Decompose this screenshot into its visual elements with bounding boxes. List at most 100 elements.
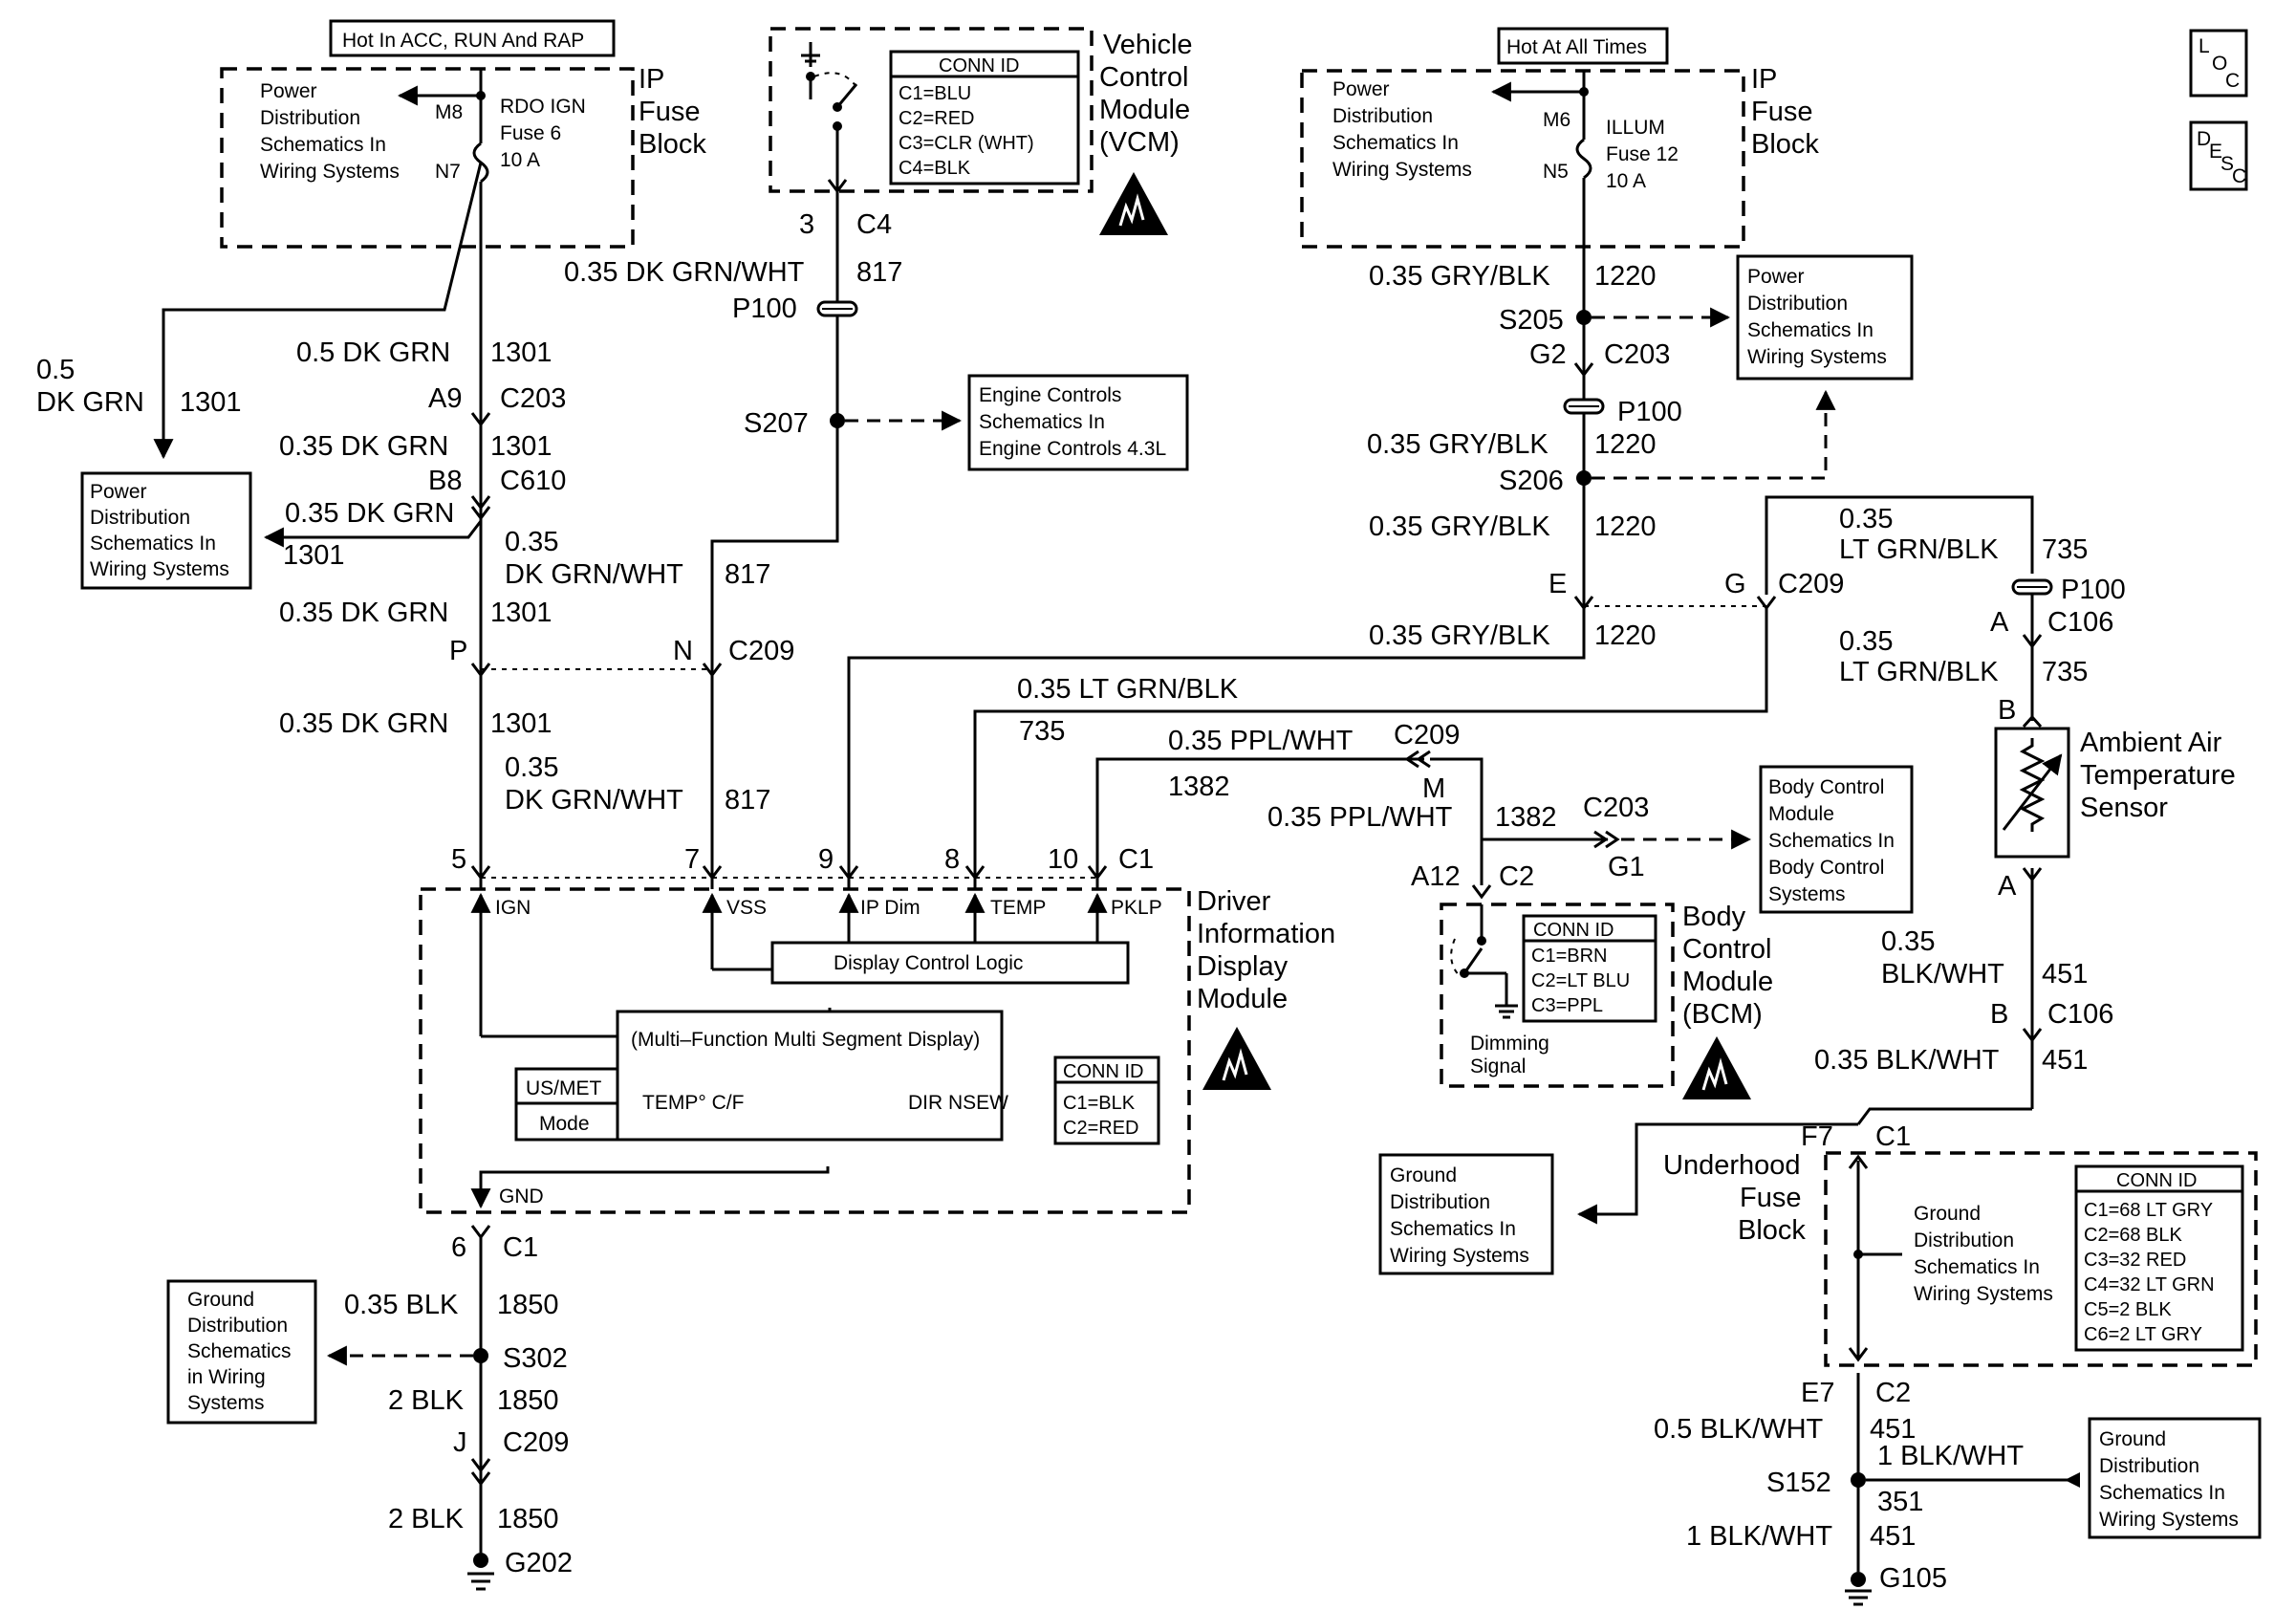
ambient-sensor-label: Ambient Air Temperature Sensor: [2080, 728, 2236, 823]
wire-351-color: 1 BLK/WHT: [1877, 1441, 2024, 1471]
svg-text:C4=32 LT GRN: C4=32 LT GRN: [2084, 1274, 2215, 1295]
conn-c106-b: C106: [2047, 999, 2113, 1030]
conn-g2-mark: [1573, 362, 1594, 378]
underhood-fuse-block: [1824, 1151, 2258, 1367]
wire-817-mid-size: 0.35: [505, 527, 558, 557]
wire-735-circuit: 735: [1019, 716, 1065, 747]
svg-text:Control: Control: [1682, 934, 1772, 965]
wire-1301-e-color: 0.35 DK GRN: [279, 708, 448, 739]
svg-text:C4=BLK: C4=BLK: [899, 158, 971, 179]
desc-icon[interactable]: D E S C: [2189, 120, 2248, 191]
svg-text:Wiring Systems: Wiring Systems: [260, 161, 400, 183]
wire-1220-c-color: 0.35 GRY/BLK: [1369, 511, 1550, 542]
svg-text:(VCM): (VCM): [1099, 127, 1180, 158]
svg-text:Schematics In: Schematics In: [1768, 830, 1895, 852]
svg-text:10 A: 10 A: [1606, 170, 1646, 192]
svg-text:Module: Module: [1768, 803, 1834, 825]
usmet-mode-button[interactable]: US/MET Mode: [514, 1067, 619, 1142]
wire-1850-b-circuit: 1850: [497, 1385, 559, 1416]
conn-f7: F7: [1801, 1121, 1833, 1152]
svg-text:Fuse 6: Fuse 6: [500, 122, 561, 144]
underhood-internal: [1848, 1154, 1902, 1362]
svg-text:N7: N7: [435, 161, 461, 183]
svg-text:N5: N5: [1543, 161, 1569, 183]
wire-to-gd-mid: [1576, 1122, 1858, 1225]
conn-m: M: [1422, 773, 1445, 804]
conn-m-mark: [1416, 750, 1431, 769]
svg-text:TEMP° C/F: TEMP° C/F: [642, 1092, 744, 1114]
conn-b-c106: B: [1990, 999, 2008, 1030]
ambient-air-temperature-sensor: [1994, 714, 2070, 859]
conn-pin6: 6: [451, 1232, 466, 1263]
svg-text:8: 8: [944, 844, 960, 875]
dim-pin-marks: [470, 865, 1108, 881]
gd-ref-underhood: Ground Distribution Schematics In Wiring…: [1914, 1203, 2053, 1305]
wire-1850-b-color: 2 BLK: [388, 1385, 465, 1416]
wire-451-05-color: 0.5 BLK/WHT: [1654, 1414, 1824, 1445]
wire-1301-b-circuit: 1301: [490, 431, 552, 462]
svg-text:5: 5: [451, 844, 466, 875]
svg-text:Dimming: Dimming: [1470, 1033, 1549, 1055]
svg-text:Temperature: Temperature: [2080, 760, 2236, 791]
svg-text:Sensor: Sensor: [2080, 793, 2168, 823]
svg-text:Schematics In: Schematics In: [260, 134, 386, 156]
wire-1382-route: [1430, 757, 1608, 841]
svg-text:Wiring Systems: Wiring Systems: [1914, 1283, 2053, 1305]
wire-1301-left-size: 0.5: [36, 355, 75, 385]
wire-1301-left-branch: [153, 162, 483, 460]
wire-1382-b-circuit: 1382: [1495, 802, 1557, 833]
p100-connector-left: [816, 300, 858, 317]
svg-text:Power: Power: [260, 80, 317, 102]
svg-text:M8: M8: [435, 101, 463, 123]
svg-text:9: 9: [818, 844, 834, 875]
svg-text:C2=68 BLK: C2=68 BLK: [2084, 1225, 2183, 1246]
wire-1301-a-circuit: 1301: [490, 337, 552, 368]
wire-451-color: BLK/WHT: [1881, 959, 2004, 990]
svg-text:Display: Display: [1197, 951, 1289, 982]
wire-735-top-color: LT GRN/BLK: [1839, 534, 1999, 565]
wire-1382-circuit: 1382: [1168, 772, 1230, 802]
conn-c203-left: C203: [500, 383, 566, 414]
svg-text:Distribution: Distribution: [187, 1315, 288, 1337]
conn-g2: G2: [1529, 339, 1567, 370]
conn-c2-bcm: C2: [1499, 861, 1534, 892]
svg-text:Fuse: Fuse: [1751, 97, 1812, 127]
conn-a12-mark: [1471, 884, 1492, 900]
svg-text:Driver: Driver: [1197, 886, 1271, 917]
wire-1301-d-circuit: 1301: [490, 598, 552, 628]
wire-1301-left-color: DK GRN: [36, 387, 144, 418]
conn-g-mark: [1756, 596, 1777, 611]
svg-text:Fuse 12: Fuse 12: [1606, 143, 1679, 165]
esd-icon-vcm: [1099, 172, 1168, 235]
svg-text:Block: Block: [639, 129, 706, 160]
wire-817-top-circuit: 817: [856, 257, 902, 288]
conn-j-mark2: [470, 1471, 491, 1487]
svg-text:C2=RED: C2=RED: [1063, 1118, 1138, 1139]
wire-1850-c-circuit: 1850: [497, 1504, 559, 1534]
conn-id-vcm: CONN ID C1=BLU C2=RED C3=CLR (WHT) C4=BL…: [889, 50, 1080, 185]
loc-icon[interactable]: L O C: [2189, 29, 2248, 98]
s206-to-pd-ref: [1592, 389, 1836, 480]
gd-ref-right: Ground Distribution Schematics In Wiring…: [2088, 1417, 2262, 1539]
conn-s207: S207: [744, 408, 809, 439]
wire-1301-left-circuit: 1301: [180, 387, 242, 418]
wire-1220-b-color: 0.35 GRY/BLK: [1367, 429, 1549, 460]
splice-s302: [473, 1348, 488, 1363]
vcm-label: Vehicle Control Module (VCM): [1099, 30, 1193, 158]
conn-g1-mark2: [1605, 830, 1620, 849]
svg-text:RDO IGN: RDO IGN: [500, 96, 586, 118]
svg-text:VSS: VSS: [726, 897, 767, 919]
wire-1850-a-color: 0.35 BLK: [344, 1290, 459, 1320]
bcm-module: [1440, 903, 1675, 1088]
wire-1220-route: [847, 608, 1586, 889]
wire-1301-c-color: 0.35 DK GRN: [285, 498, 454, 529]
svg-text:Module: Module: [1197, 984, 1288, 1014]
wire-735-top-circuit: 735: [2042, 534, 2088, 565]
conn-p100-735: P100: [2061, 575, 2126, 605]
bcm-ref: Body Control Module Schematics In Body C…: [1759, 765, 1914, 914]
wire-817-low-circuit: 817: [725, 785, 770, 816]
svg-text:Fuse: Fuse: [639, 97, 700, 127]
svg-text:Wiring Systems: Wiring Systems: [90, 558, 229, 580]
ip-fuse-block-left: [220, 67, 635, 249]
svg-text:(Multi–Function Multi Segment: (Multi–Function Multi Segment Display): [631, 1029, 980, 1051]
